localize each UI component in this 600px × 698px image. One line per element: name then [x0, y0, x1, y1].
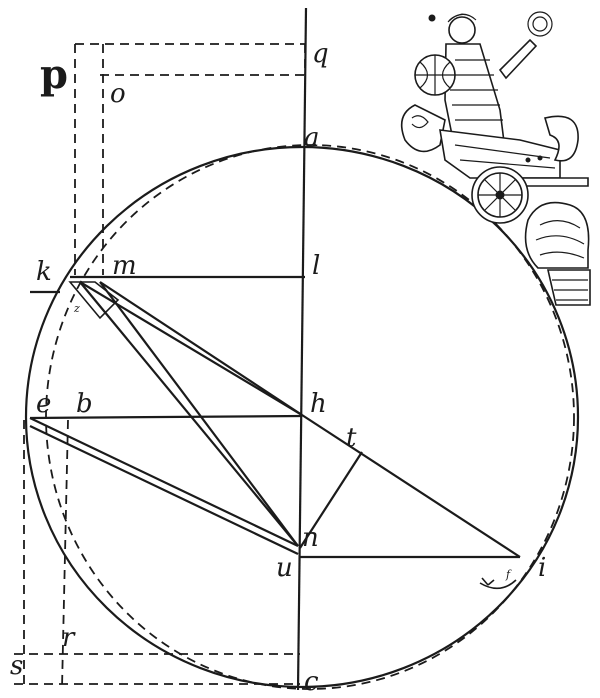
label-r: r — [62, 623, 76, 653]
label-h: h — [310, 389, 327, 419]
dashed-construction-lines — [14, 43, 306, 689]
label-o: o — [110, 79, 126, 109]
line-m-h — [99, 281, 303, 416]
arc-f-tick — [481, 577, 495, 586]
label-n: n — [302, 523, 319, 553]
label-u: u — [276, 553, 293, 583]
line-e-h — [29, 414, 303, 420]
label-e: e — [36, 389, 51, 419]
horizontal-lines — [29, 275, 520, 559]
label-z: z — [73, 302, 80, 315]
label-l: l — [312, 251, 320, 281]
label-m: m — [112, 251, 137, 281]
label-t: t — [346, 423, 357, 453]
line-h-i — [301, 414, 521, 558]
line-k-n — [79, 281, 299, 547]
label-p: p — [40, 51, 68, 98]
line-e-n-upper — [29, 417, 299, 547]
point-labels: p q o a k m l z e b h t n u i f s r c — [10, 39, 546, 697]
line-m-n — [99, 281, 299, 547]
solid-circle — [24, 145, 580, 689]
label-i: i — [538, 553, 546, 583]
label-q: q — [312, 39, 329, 69]
diagonal-lines — [29, 281, 521, 558]
label-f: f — [505, 568, 512, 581]
arc-f — [479, 579, 517, 590]
label-a: a — [304, 123, 320, 153]
label-c: c — [304, 667, 319, 697]
vertical-axis — [296, 7, 308, 691]
label-k: k — [36, 257, 52, 287]
line-k-h — [79, 281, 303, 416]
wreath-icon — [527, 11, 553, 37]
label-b: b — [76, 389, 93, 419]
label-s: s — [10, 651, 23, 681]
line-e-n-lower — [29, 425, 299, 555]
wedge-z — [68, 281, 120, 320]
line-n-t — [299, 451, 363, 549]
chariot-figure-with-wreath — [400, 11, 591, 306]
